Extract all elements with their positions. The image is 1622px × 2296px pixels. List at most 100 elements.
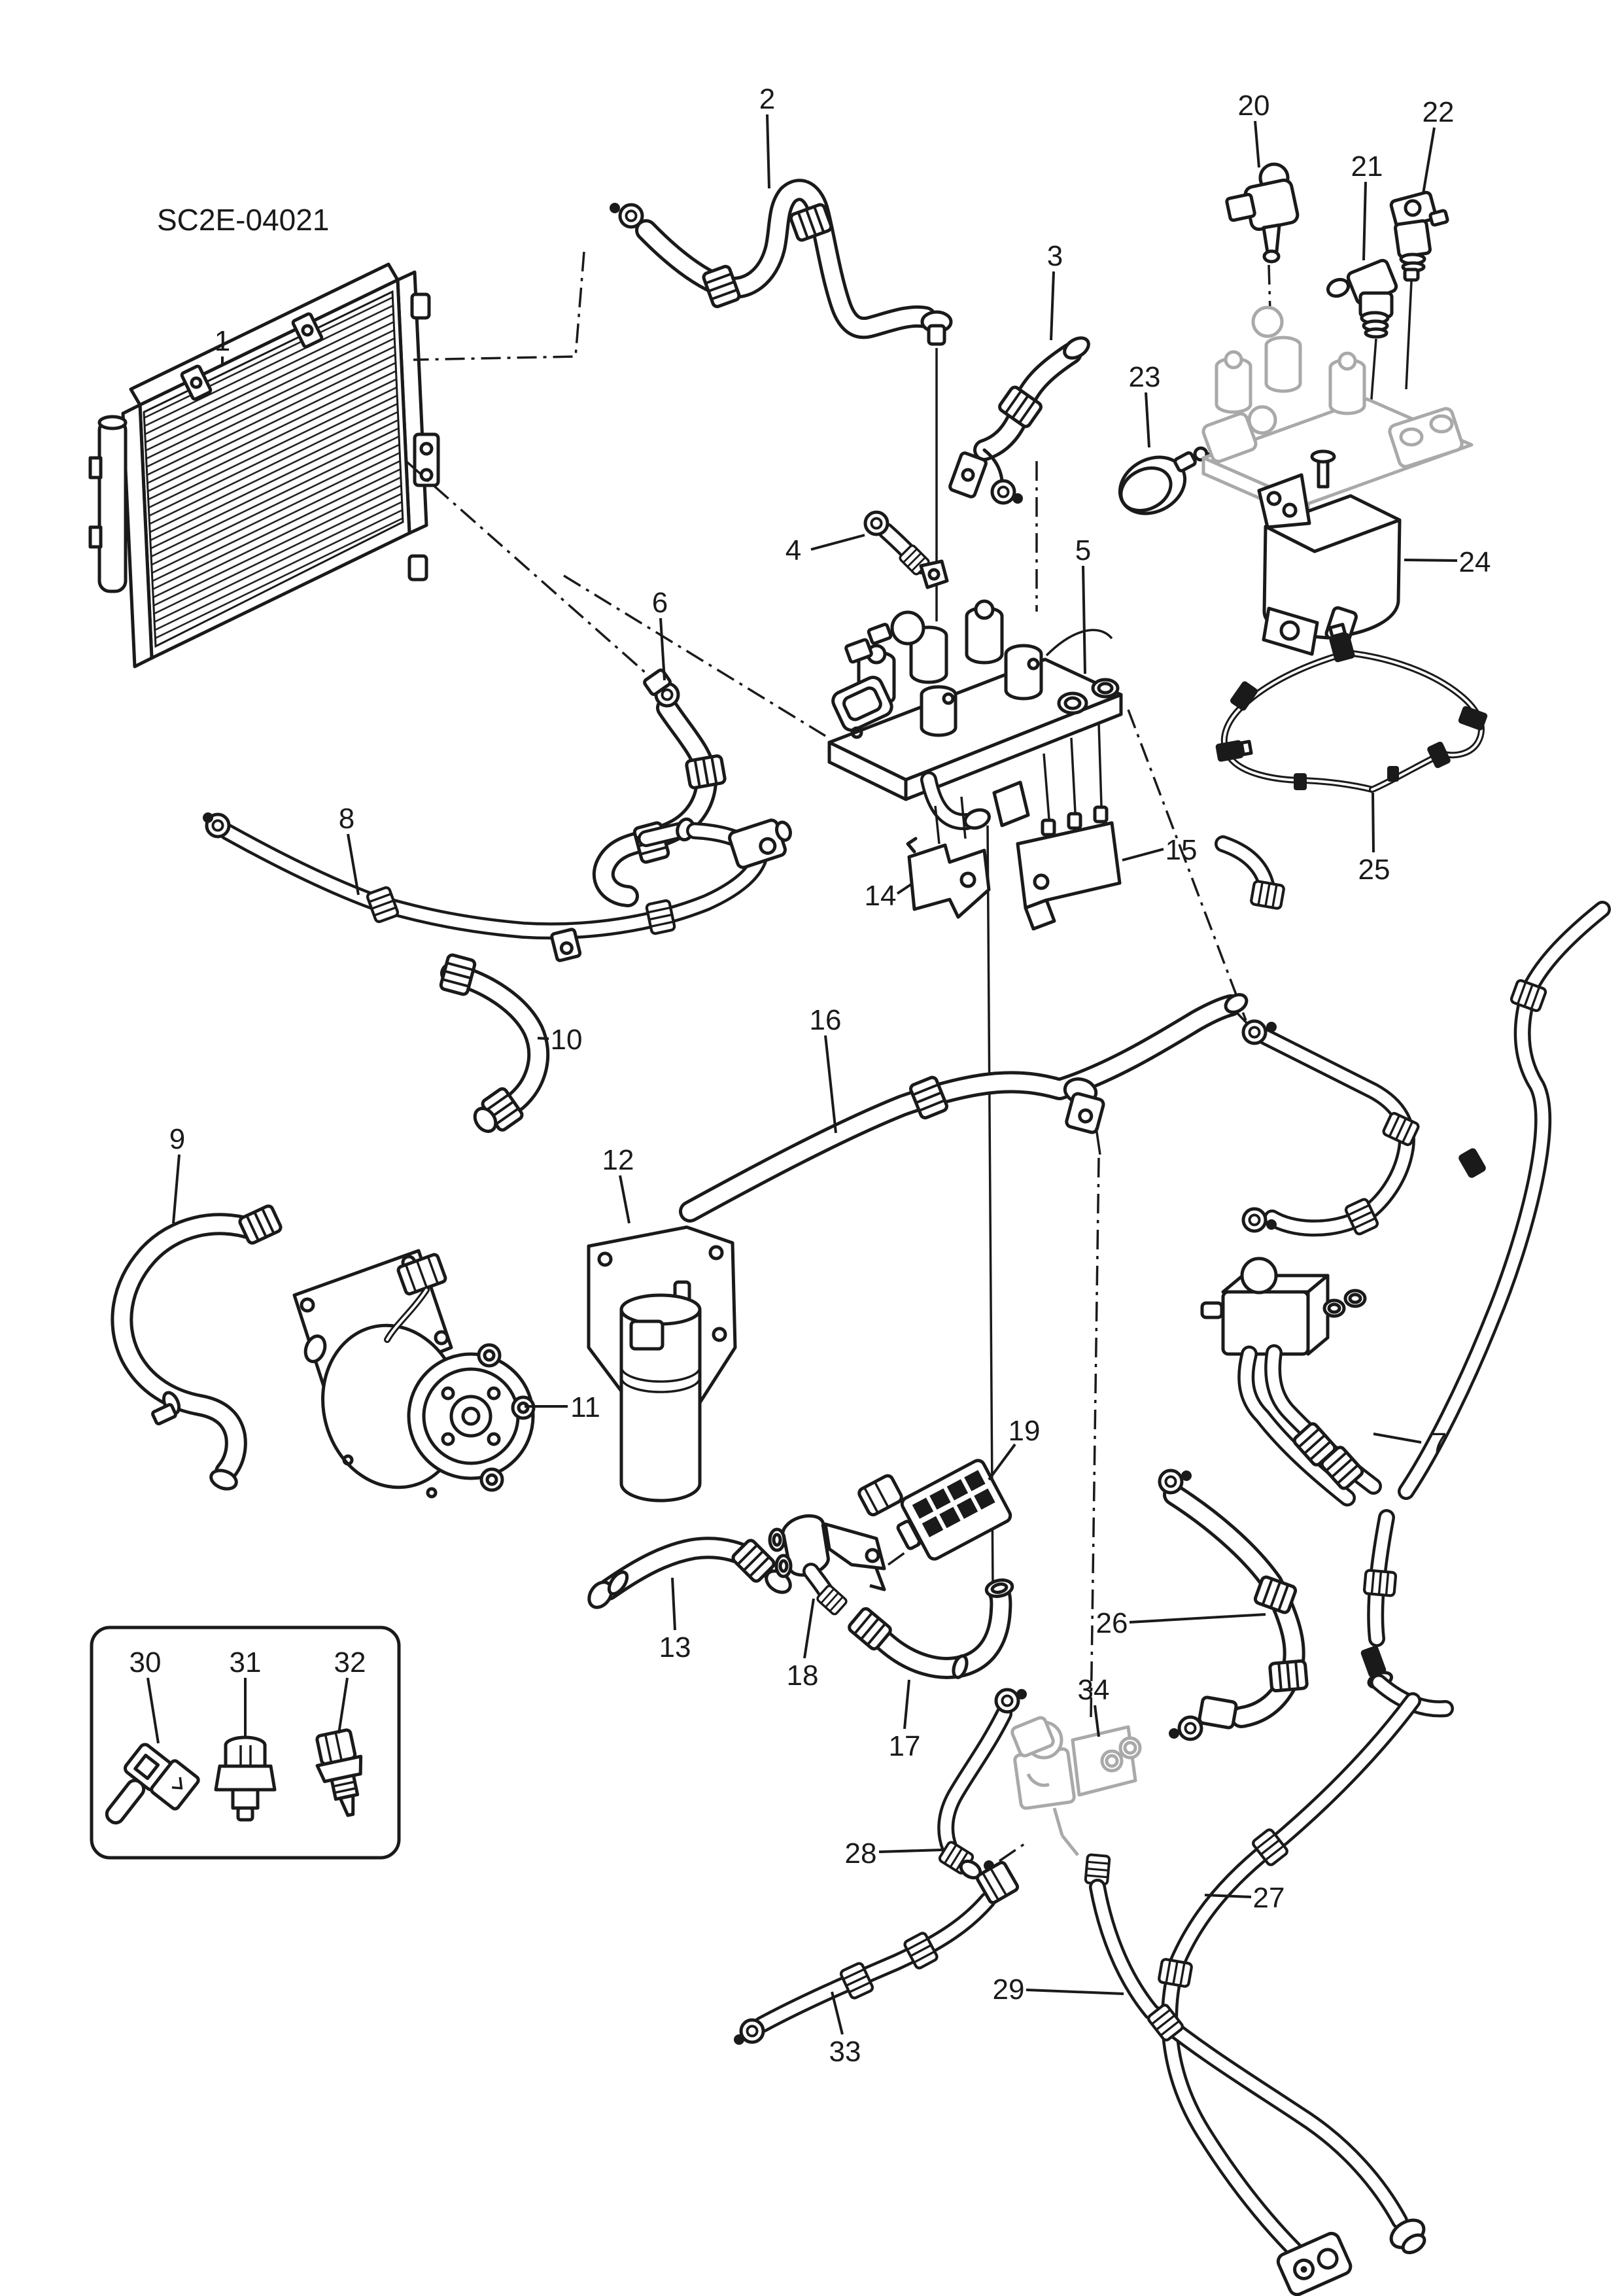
callout-leader-19 (988, 1443, 1016, 1481)
callout-leader-26 (1129, 1613, 1266, 1624)
sensor-box (90, 1626, 401, 1860)
callout-14: 14 (865, 880, 897, 912)
callout-leader-15 (1122, 848, 1164, 861)
callout-11: 11 (570, 1391, 600, 1423)
receiver-tube (97, 418, 128, 593)
assembly-7 (1200, 835, 1419, 1506)
callout-leader-10 (537, 1037, 549, 1040)
callout-7: 7 (1431, 1427, 1447, 1459)
bracket-14 (906, 796, 991, 919)
solenoid-4 (1004, 644, 1043, 701)
callout-16: 16 (810, 1004, 842, 1036)
callout-leader-24 (1404, 559, 1458, 562)
pressure-disc-23 (1118, 446, 1209, 515)
callout-17: 17 (889, 1730, 921, 1762)
ghost-valve-assembly-top (1201, 305, 1474, 551)
callout-leader-6 (659, 617, 666, 681)
callout-1: 1 (215, 325, 230, 357)
callout-32: 32 (334, 1646, 366, 1679)
solenoid-3 (965, 599, 1004, 665)
callout-leader-33 (831, 1991, 844, 2035)
callout-28: 28 (845, 1837, 877, 1870)
callout-12: 12 (602, 1144, 634, 1176)
callout-22: 22 (1423, 96, 1455, 128)
callout-leader-17 (903, 1679, 910, 1730)
hose-3 (948, 336, 1090, 504)
canister-24 (1257, 449, 1402, 656)
ghost-valve-34 (1010, 1716, 1142, 1856)
sensor-31 (214, 1735, 277, 1822)
callout-33: 33 (829, 2036, 861, 2068)
callout-leader-2 (766, 114, 770, 189)
callout-leader-22 (1422, 127, 1436, 194)
callout-leader-14 (896, 883, 912, 895)
callout-leader-9 (172, 1154, 181, 1224)
pipe-33 (734, 1860, 1020, 2045)
callout-leader-7 (1373, 1433, 1422, 1444)
callout-15: 15 (1165, 834, 1198, 866)
condenser (88, 262, 440, 669)
callout-leader-29 (1026, 1989, 1124, 1995)
callout-13: 13 (659, 1631, 691, 1663)
hose-27 (1158, 1692, 1421, 2296)
callout-leader-4 (810, 534, 865, 551)
callout-25: 25 (1358, 854, 1390, 886)
hose-29 (1085, 1854, 1426, 2255)
callout-18: 18 (787, 1660, 819, 1692)
callout-6: 6 (652, 587, 668, 619)
callout-10: 10 (551, 1024, 583, 1056)
hose-29-nut (1389, 2218, 1426, 2255)
harness-25 (1215, 623, 1488, 793)
callout-leader-32 (337, 1677, 349, 1734)
callout-24: 24 (1459, 546, 1491, 578)
hose-17 (848, 1578, 1014, 1679)
callout-23: 23 (1129, 361, 1161, 393)
hose-26 (1160, 1470, 1307, 1739)
callout-leader-23 (1145, 392, 1150, 448)
valve-20 (1225, 162, 1300, 264)
callout-leader-34 (1094, 1705, 1100, 1737)
callout-leader-16 (824, 1035, 837, 1134)
callout-leader-28 (878, 1849, 942, 1853)
callout-leader-18 (803, 1598, 815, 1659)
callout-3: 3 (1047, 240, 1063, 272)
mount-tab-top-2 (291, 312, 324, 349)
sensor-32 (315, 1728, 363, 1817)
callout-21: 21 (1351, 150, 1383, 183)
hose-2 (610, 179, 953, 346)
callout-2: 2 (759, 83, 775, 115)
callout-26: 26 (1096, 1607, 1128, 1639)
bracket-15 (1016, 722, 1122, 931)
callout-8: 8 (339, 803, 354, 835)
hose-6 (592, 669, 725, 907)
callout-4: 4 (785, 534, 801, 566)
callout-9: 9 (169, 1123, 185, 1155)
valve-22 (1389, 190, 1449, 390)
callout-leader-21 (1362, 181, 1367, 261)
fitting-4 (865, 512, 949, 589)
callout-20: 20 (1238, 90, 1270, 122)
connector-19 (857, 1459, 1012, 1561)
mount-tab-top-1 (180, 364, 213, 401)
callout-leader-3 (1050, 271, 1055, 341)
callout-leader-5 (1082, 565, 1086, 674)
callout-leader-30 (147, 1677, 160, 1744)
pipe-8 (203, 812, 792, 962)
callout-5: 5 (1075, 534, 1091, 566)
callout-30: 30 (129, 1646, 162, 1679)
sensor-30 (105, 1743, 200, 1825)
callout-leader-13 (671, 1577, 676, 1631)
hose-16 (679, 993, 1249, 1223)
callout-leader-20 (1254, 120, 1260, 168)
hose-rear-line (1360, 901, 1611, 1718)
callout-leader-12 (619, 1175, 630, 1224)
diagram-code: SC2E-04021 (157, 203, 329, 237)
valve-assembly (827, 599, 1123, 831)
callout-29: 29 (993, 1974, 1025, 2006)
mount-bracket-right (413, 432, 440, 487)
pipe-8-junction (728, 818, 792, 869)
callout-31: 31 (230, 1646, 262, 1679)
compressor (292, 1249, 536, 1499)
